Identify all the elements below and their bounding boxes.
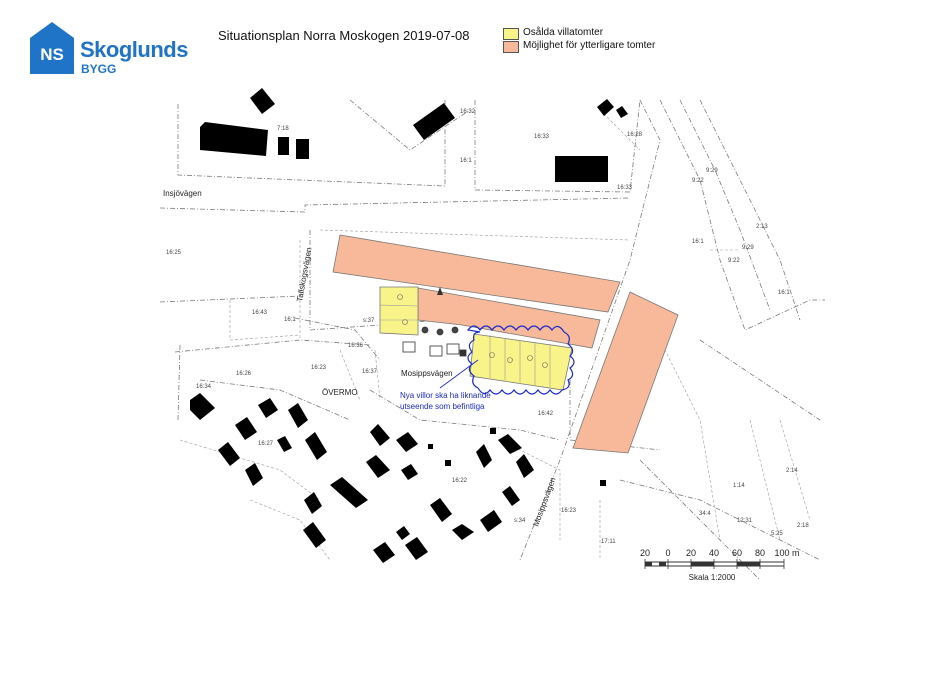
house-logo-icon (30, 22, 74, 74)
logo-company-name: Skoglunds (80, 37, 188, 62)
possible-lot-east (572, 291, 679, 454)
parcel-label: 16:23 (311, 365, 327, 371)
annotation-line-2: utseende som befintliga (400, 402, 485, 411)
parcel-label: 16:23 (561, 508, 577, 514)
parcel-label: 16:37 (362, 369, 378, 375)
company-logo: NS Skoglunds BYGG (30, 22, 190, 78)
parcel-label: 16:26 (236, 371, 252, 377)
legend-label-possible: Möjlighet för ytterligare tomter (523, 40, 656, 51)
legend-swatch-possible (503, 41, 519, 53)
parcel-label: 2:14 (786, 468, 798, 474)
parcel-label: 16:33 (534, 134, 550, 140)
scale-tick: 20 (686, 548, 696, 558)
parcel-label: 9:29 (706, 168, 718, 174)
parcel-label: 16:34 (196, 384, 212, 390)
parcel-label: 2:13 (756, 224, 768, 230)
street-label-mosippsvagen-side: Mosippsvägen (531, 476, 557, 528)
scale-tick: 40 (709, 548, 719, 558)
parcel-label: 16:1 (778, 290, 790, 296)
new-villas-boundary (466, 325, 575, 395)
parcel-labels: 7:18 16:32 16:33 16:28 16:1 16:33 9:22 9… (166, 109, 809, 545)
logo-company-sub: BYGG (81, 62, 117, 76)
possible-lot-north (332, 234, 621, 313)
street-label-insjovagen: Insjövägen (163, 189, 202, 198)
north-arrow-icon (437, 287, 443, 295)
parcel-label: 16:28 (627, 132, 643, 138)
scale-tick: 80 (755, 548, 765, 558)
scale-tick: 0 (665, 548, 670, 558)
existing-buildings (190, 88, 628, 563)
street-label-tallskogsvagen: Tallskogsvägen (295, 247, 313, 302)
unsold-lots (379, 286, 573, 391)
possible-lots (332, 234, 679, 454)
parcel-label: 16:43 (252, 310, 268, 316)
parcel-label: s:37 (363, 318, 375, 324)
existing-small-buildings (402, 326, 467, 357)
plan-title: Situationsplan Norra Moskogen 2019-07-08 (218, 28, 470, 43)
place-label-overmo: ÖVERMO (322, 388, 358, 397)
parcel-label: 2:18 (797, 523, 809, 529)
legend-swatch-unsold (503, 28, 519, 40)
parcel-label: 9:29 (742, 245, 754, 251)
unsold-lot-west (379, 286, 419, 336)
parcel-label: 16:1 (284, 317, 296, 323)
parcel-label: 16:22 (452, 478, 468, 484)
parcel-label: 7:18 (277, 126, 289, 132)
parcel-label: 16:33 (617, 185, 633, 191)
parcel-label: 9:22 (728, 258, 740, 264)
scale-tick: 60 (732, 548, 742, 558)
scale-bar: 20 0 20 40 60 80 100 m Skala 1:2000 (640, 548, 800, 582)
parcel-label: 1:14 (733, 483, 745, 489)
parcel-label: 16:42 (538, 411, 554, 417)
parcel-label: 9:22 (692, 178, 704, 184)
parcel-label: 17:11 (601, 539, 616, 545)
legend-label-unsold: Osålda villatomter (523, 27, 604, 38)
parcel-label: 16:36 (348, 343, 364, 349)
parcel-label: 16:1 (692, 239, 704, 245)
parcel-label: 16:32 (460, 109, 476, 115)
parcel-label: 16:27 (258, 441, 274, 447)
parcel-label: 5:25 (771, 531, 783, 537)
scale-tick: 20 (640, 548, 650, 558)
parcel-label: 16:1 (460, 158, 472, 164)
street-label-mosippsvagen-top: Mosippsvägen (401, 369, 453, 378)
annotation-line-1: Nya villor ska ha liknande (400, 391, 491, 400)
parcel-label: 34:4 (699, 511, 711, 517)
parcel-label: s:34 (514, 518, 526, 524)
parcel-label: 16:25 (166, 250, 182, 256)
unsold-lot-east (469, 333, 573, 391)
scale-label: Skala 1:2000 (689, 573, 736, 582)
parcel-label: 12:31 (737, 518, 753, 524)
annotation-leader (439, 359, 479, 389)
scale-tick: 100 m (774, 548, 799, 558)
logo-mark-text: NS (40, 45, 64, 64)
